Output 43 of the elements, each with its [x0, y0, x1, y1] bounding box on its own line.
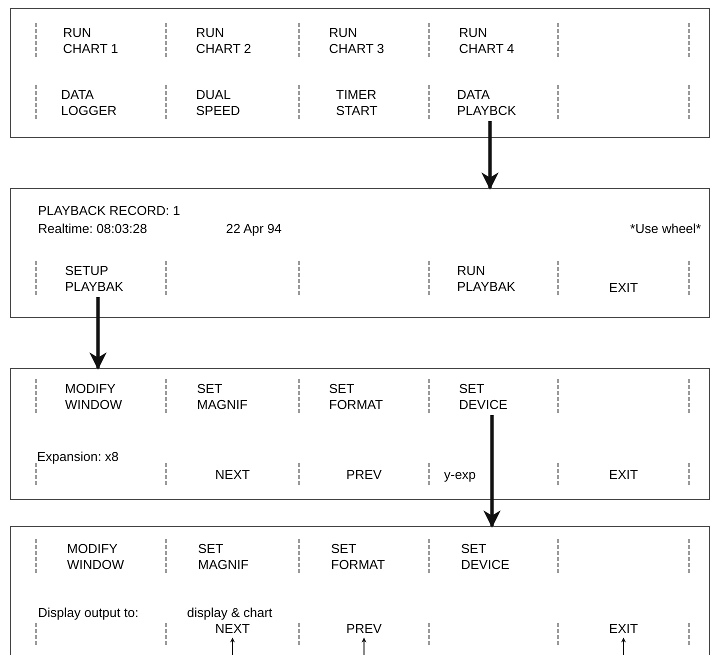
- softkey-label: RUN CHART 2: [196, 25, 262, 57]
- softkey-label: RUN CHART 4: [459, 25, 525, 57]
- status-text: 22 Apr 94: [226, 221, 282, 237]
- softkey-label: MODIFY WINDOW: [65, 381, 131, 413]
- status-text: PLAYBACK RECORD: 1: [38, 203, 180, 219]
- arrow: [621, 638, 626, 655]
- softkey-label: y-exp: [444, 467, 484, 483]
- status-text: display & chart: [187, 605, 272, 621]
- screen-panel: [10, 188, 710, 318]
- softkey-label: SET MAGNIF: [197, 381, 263, 413]
- softkey-label: SET FORMAT: [331, 541, 397, 573]
- status-text: Expansion: x8: [37, 449, 119, 465]
- softkey-label: RUN CHART 3: [329, 25, 395, 57]
- screen-panel: [10, 526, 710, 655]
- softkey-label: SET MAGNIF: [198, 541, 264, 573]
- softkey-label: MODIFY WINDOW: [67, 541, 133, 573]
- softkey-label: DATA LOGGER: [61, 87, 127, 119]
- status-text: *Use wheel*: [630, 221, 701, 237]
- softkey-label: SET FORMAT: [329, 381, 395, 413]
- softkey-label: TIMER START: [336, 87, 402, 119]
- softkey-label: EXIT: [558, 467, 689, 483]
- softkey-label: DATA PLAYBCK: [457, 87, 523, 119]
- arrow: [481, 121, 499, 190]
- softkey-label: NEXT: [166, 621, 299, 637]
- screen-panel: [10, 8, 710, 138]
- softkey-label: SET DEVICE: [459, 381, 525, 413]
- softkey-label: EXIT: [558, 280, 689, 296]
- softkey-label: RUN PLAYBAK: [457, 263, 523, 295]
- arrow: [362, 638, 366, 655]
- arrow: [483, 415, 501, 528]
- softkey-label: PREV: [299, 467, 429, 483]
- softkey-label: RUN CHART 1: [63, 25, 129, 57]
- status-text: Realtime: 08:03:28: [38, 221, 148, 237]
- arrow: [230, 638, 235, 655]
- softkey-label: SETUP PLAYBAK: [65, 263, 131, 295]
- softkey-label: EXIT: [558, 621, 689, 637]
- softkey-label: SET DEVICE: [461, 541, 527, 573]
- screen-panel: [10, 368, 710, 500]
- arrow: [89, 297, 107, 370]
- status-text: Display output to:: [38, 605, 138, 621]
- softkey-label: NEXT: [166, 467, 299, 483]
- softkey-label: DUAL SPEED: [196, 87, 262, 119]
- softkey-label: PREV: [299, 621, 429, 637]
